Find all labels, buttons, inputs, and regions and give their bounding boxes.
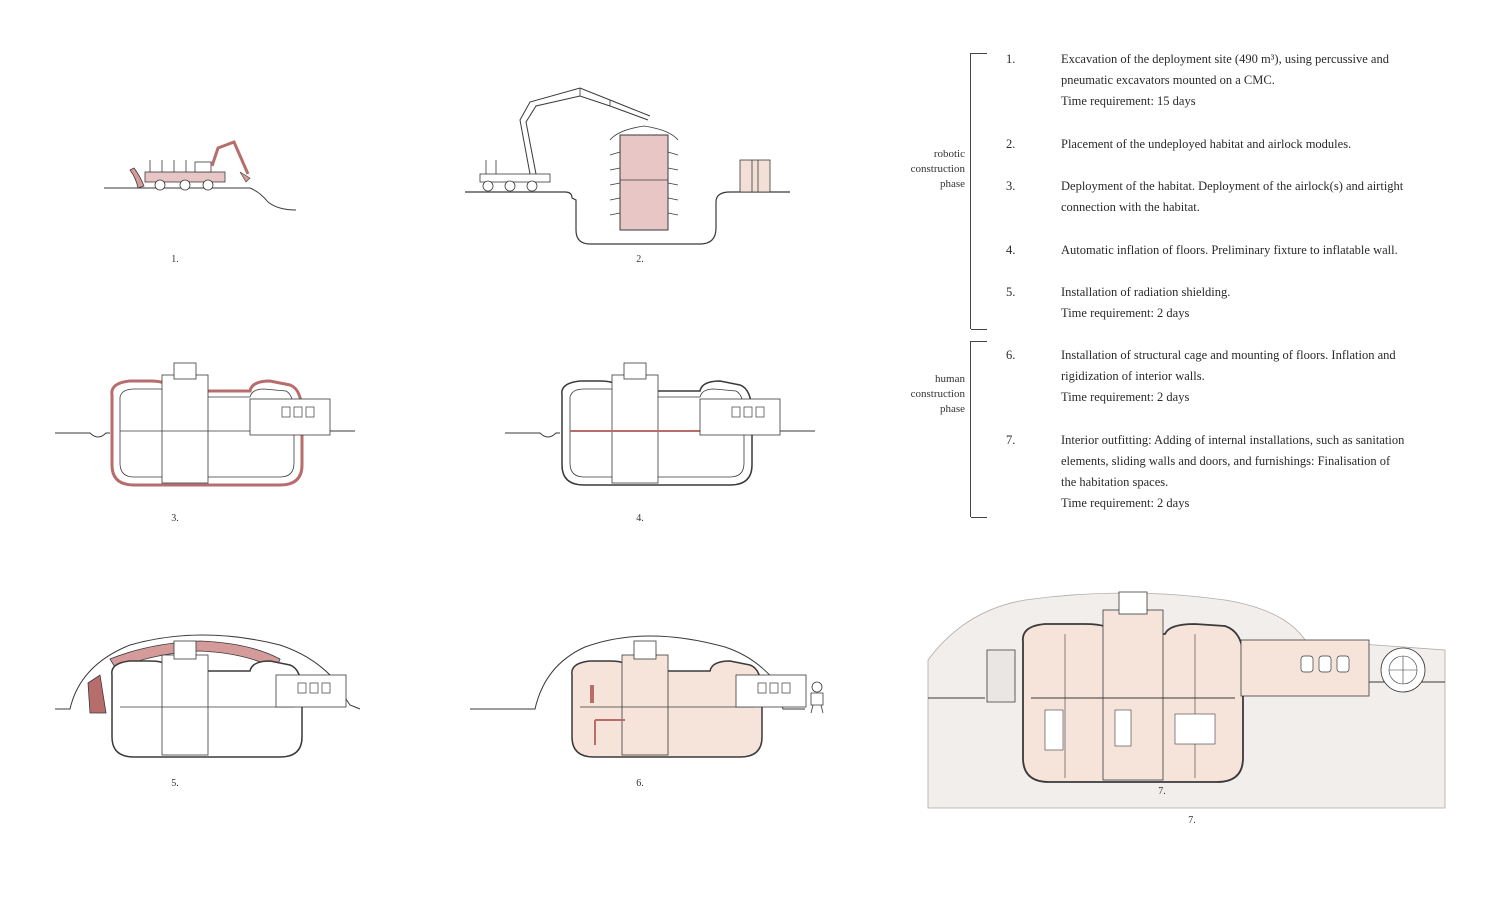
habitat-floors-drawing (505, 362, 815, 486)
caption-step-5: 5. (171, 778, 179, 789)
step-number: 2. (1006, 137, 1016, 151)
diagram-step-1 (100, 130, 300, 220)
human-phase-bracket (970, 341, 987, 518)
habitat-deployed-drawing (55, 362, 355, 487)
diagram-step-6 (465, 625, 835, 770)
caption-step-7-inner: 7. (1158, 786, 1166, 797)
human-phase-label: human construction phase (910, 373, 965, 415)
caption-step-1: 1. (171, 254, 179, 265)
caption-step-2: 2. (636, 254, 644, 265)
diagram-step-2 (460, 80, 800, 250)
excavator-vehicle-drawing (104, 140, 297, 211)
caption-step-6: 6. (636, 778, 644, 789)
crane-placement-drawing (465, 87, 790, 245)
step-number: 5. (1006, 285, 1016, 299)
diagram-step-5 (50, 625, 370, 770)
habitat-interior-drawing (927, 591, 1446, 809)
step-number: 4. (1006, 243, 1016, 257)
habitat-shielding-drawing (55, 634, 361, 758)
robotic-phase-label: robotic construction phase (910, 148, 965, 190)
step-number: 1. (1006, 52, 1016, 66)
diagram-step-4 (500, 355, 820, 500)
step-number: 7. (1006, 433, 1016, 447)
step-number: 3. (1006, 179, 1016, 193)
diagram-step-7 (925, 570, 1450, 810)
step-number: 6. (1006, 348, 1016, 362)
diagram-step-3 (50, 355, 370, 500)
caption-step-4: 4. (636, 513, 644, 524)
caption-step-3: 3. (171, 513, 179, 524)
robotic-phase-bracket (970, 53, 987, 330)
construction-steps-list: robotic construction phase human constru… (900, 45, 1460, 535)
caption-step-7: 7. (1188, 815, 1196, 826)
habitat-cage-drawing (470, 635, 824, 758)
